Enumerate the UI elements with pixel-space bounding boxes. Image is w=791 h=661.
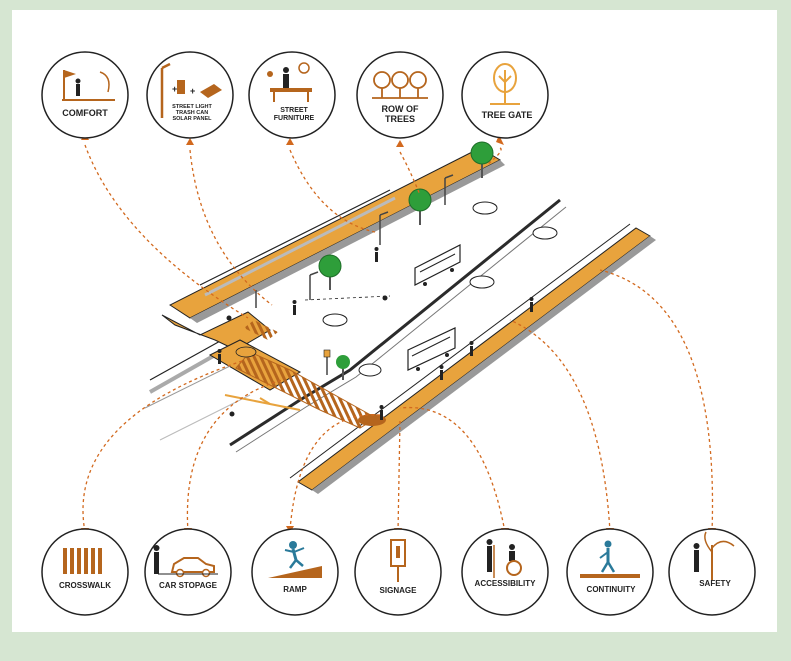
tree-gate-icon bbox=[490, 63, 520, 105]
circle-comfort: COMFORT bbox=[41, 51, 129, 139]
trees-icon bbox=[372, 71, 428, 99]
label-continuity: CONTINUITY bbox=[587, 585, 637, 594]
upper-sidewalk bbox=[168, 147, 502, 319]
walking-person-icon bbox=[580, 540, 640, 578]
circle-signage: SIGNAGE bbox=[354, 528, 442, 616]
street-light-poles bbox=[255, 174, 454, 308]
label-car-storage: CAR STOPAGE bbox=[159, 581, 218, 590]
bottom-icons: CROSSWALK CAR STOPAGE bbox=[41, 528, 756, 616]
person-with-flag-icon bbox=[62, 70, 115, 101]
sign-icon bbox=[390, 539, 406, 582]
label-safety: SAFETY bbox=[699, 579, 731, 588]
tree bbox=[408, 188, 432, 225]
street-light-icon: + + bbox=[160, 62, 222, 118]
tree bbox=[470, 141, 494, 178]
circle-tree-gate: TREE GATE bbox=[461, 51, 549, 139]
cars bbox=[322, 201, 558, 377]
label-crosswalk: CROSSWALK bbox=[59, 581, 111, 590]
svg-text:+: + bbox=[172, 84, 177, 94]
circle-car-storage: CAR STOPAGE bbox=[144, 528, 232, 616]
safety-tree-icon bbox=[693, 531, 735, 580]
pedestrians bbox=[217, 247, 534, 420]
label-signage: SIGNAGE bbox=[380, 586, 418, 595]
car-icon bbox=[153, 545, 218, 578]
wheelchair-icon bbox=[486, 539, 522, 578]
circle-continuity: CONTINUITY bbox=[566, 528, 654, 616]
label-accessibility: ACCESSIBILITY bbox=[475, 579, 537, 588]
ramp-icon bbox=[268, 541, 322, 578]
bus bbox=[407, 327, 456, 371]
leader-lines bbox=[82, 144, 714, 533]
label-comfort: COMFORT bbox=[62, 108, 108, 118]
tree bbox=[318, 254, 342, 290]
lower-sidewalk bbox=[297, 227, 651, 491]
road-center-line bbox=[229, 198, 561, 447]
label-tree-gate: TREE GATE bbox=[482, 110, 533, 120]
circle-ramp: RAMP bbox=[251, 528, 339, 616]
circle-crosswalk: CROSSWALK bbox=[41, 528, 129, 616]
circle-safety: SAFETY bbox=[668, 528, 756, 616]
bus bbox=[414, 244, 461, 286]
bench-icon bbox=[267, 62, 312, 102]
street-illustration bbox=[144, 141, 656, 494]
upper-sidewalk-edge bbox=[190, 160, 505, 323]
circle-accessibility: ACCESSIBILITY bbox=[461, 528, 549, 616]
svg-text:+: + bbox=[190, 86, 195, 96]
crosswalk-icon bbox=[63, 548, 102, 574]
label-ramp: RAMP bbox=[283, 585, 307, 594]
corner-sidewalk bbox=[161, 311, 271, 351]
tree bbox=[336, 355, 350, 380]
